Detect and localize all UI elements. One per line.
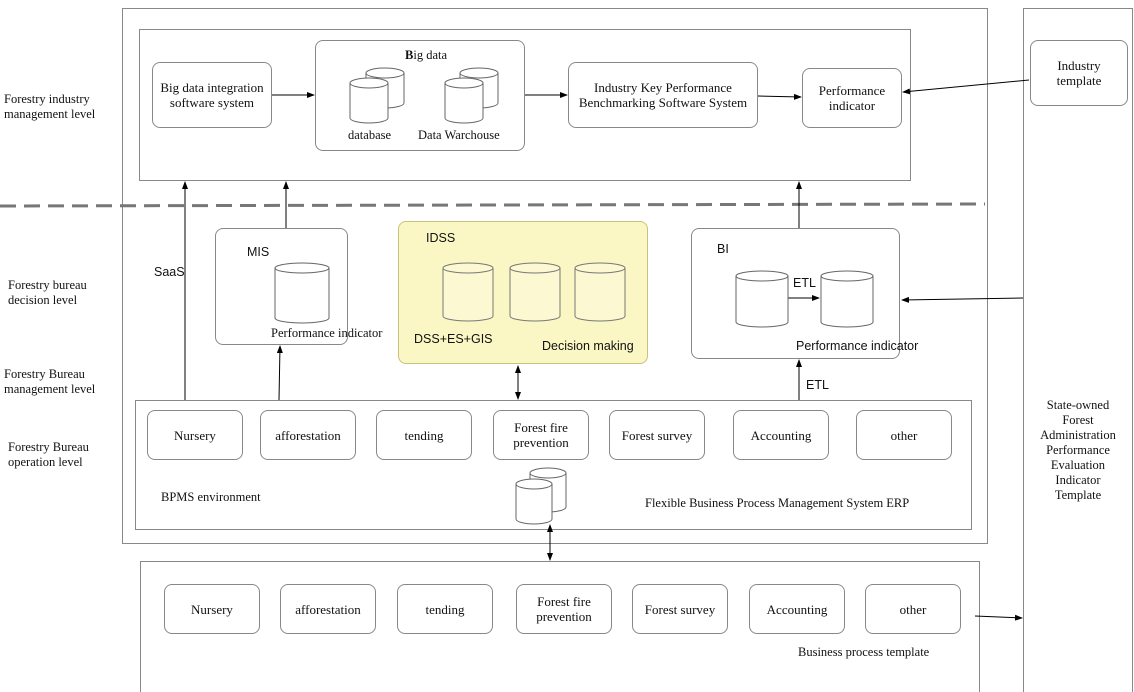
- mis-caption: Performance indicator: [271, 326, 383, 340]
- template-item-accounting[interactable]: Accounting: [749, 584, 845, 634]
- level-industry-management: Forestry industry management level: [4, 92, 96, 121]
- idss-db-label: DB: [458, 289, 477, 304]
- industry-template-node[interactable]: Industry template: [1030, 40, 1128, 106]
- level-bureau-management: Forestry Bureau management level: [4, 367, 96, 396]
- idss-decision-label: Decision making: [542, 339, 634, 353]
- idss-dss-label: DSS+ES+GIS: [414, 332, 493, 346]
- performance-indicator-node[interactable]: Performance indicator: [802, 68, 902, 128]
- level-bureau-operation: Forestry Bureau operation level: [8, 440, 89, 469]
- arrow-template-to-state: [974, 614, 1023, 621]
- bi-title: BI: [717, 242, 729, 256]
- bpms-item-other[interactable]: other: [856, 410, 952, 460]
- template-label: Business process template: [798, 645, 930, 659]
- bpms-item-afforestation[interactable]: afforestation: [260, 410, 356, 460]
- state-owned-label: State-owned Forest Administration Perfor…: [1040, 398, 1116, 502]
- template-item-afforestation[interactable]: afforestation: [280, 584, 376, 634]
- template-item-nursery[interactable]: Nursery: [164, 584, 260, 634]
- bpms-item-tending[interactable]: tending: [376, 410, 472, 460]
- bi-caption: Performance indicator: [796, 339, 919, 353]
- big-data-title: Big data: [405, 48, 448, 62]
- saas-label: SaaS: [154, 265, 185, 279]
- bi-dw-label: DW: [836, 296, 858, 311]
- level-bureau-decision: Forestry bureau decision level: [8, 278, 87, 307]
- mis-title: MIS: [247, 245, 270, 259]
- template-item-tending[interactable]: tending: [397, 584, 493, 634]
- bpms-erp-label: Flexible Business Process Management Sys…: [645, 496, 910, 510]
- data-warehouse-label: Data Warchouse: [418, 128, 500, 142]
- template-item-forest-survey[interactable]: Forest survey: [632, 584, 728, 634]
- idss-title: IDSS: [426, 231, 456, 245]
- idss-kb-label: KB: [525, 289, 543, 304]
- template-item-forest-fire-prevention[interactable]: Forest fire prevention: [516, 584, 612, 634]
- bi-etl-label: ETL: [793, 276, 816, 290]
- bpms-item-nursery[interactable]: Nursery: [147, 410, 243, 460]
- kpi-benchmarking-node[interactable]: Industry Key Performance Benchmarking So…: [568, 62, 758, 128]
- bpms-item-forest-fire-prevention[interactable]: Forest fire prevention: [493, 410, 589, 460]
- bi-db-label: DB: [752, 296, 771, 311]
- state-owned-panel: [1023, 8, 1133, 692]
- big-data-integration-node[interactable]: Big data integration software system: [152, 62, 272, 128]
- idss-mb-label: MB: [590, 289, 610, 304]
- mis-db-label: DB: [292, 290, 311, 305]
- bpms-env-label: BPMS environment: [161, 490, 261, 504]
- template-item-other[interactable]: other: [865, 584, 961, 634]
- bpms-item-accounting[interactable]: Accounting: [733, 410, 829, 460]
- etl-lower-label: ETL: [806, 378, 829, 392]
- bpms-item-forest-survey[interactable]: Forest survey: [609, 410, 705, 460]
- database-label: database: [348, 128, 392, 142]
